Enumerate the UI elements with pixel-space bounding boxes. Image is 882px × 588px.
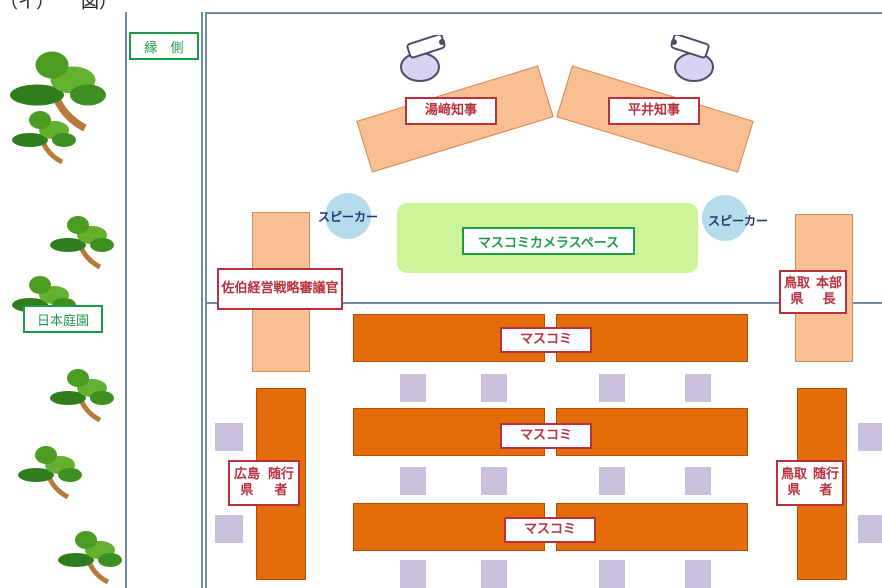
chair-icon xyxy=(858,423,882,451)
speaker-left-label: スピーカー xyxy=(318,210,379,224)
chair-icon xyxy=(599,467,625,495)
chair-icon xyxy=(599,374,625,402)
tottori-hq-label: 鳥取県 本部長 xyxy=(779,270,847,314)
hiroshima-attendee-line1: 広島県 xyxy=(233,466,260,498)
room-top-border xyxy=(205,12,882,14)
media-label: マスコミ xyxy=(500,423,592,449)
chair-icon xyxy=(481,560,507,588)
chair-icon xyxy=(858,515,882,543)
chair-icon xyxy=(215,515,243,543)
saeki-label-line2: 経営戦略審議官 xyxy=(247,280,339,296)
pine-tree-icon xyxy=(50,369,114,420)
room-left-border xyxy=(201,12,203,588)
pine-tree-icon xyxy=(50,216,114,267)
chair-icon xyxy=(685,374,711,402)
tottori-attendee-label: 鳥取県 随行者 xyxy=(776,460,844,506)
pine-tree-icon xyxy=(58,531,122,582)
tottori-attendee-line2: 随行者 xyxy=(812,466,839,498)
engawa-label: 縁 側 xyxy=(129,32,199,60)
room-divider-line xyxy=(205,302,882,304)
speaker-right xyxy=(702,195,748,241)
tottori-attendee-line1: 鳥取県 xyxy=(780,466,807,498)
microphone-stand-icon xyxy=(670,35,714,82)
camera-space-label: マスコミカメラスペース xyxy=(462,227,635,255)
header-partial-text: （イ） 図） xyxy=(0,0,117,13)
media-table xyxy=(353,503,545,551)
pine-tree-icon xyxy=(18,446,82,497)
saeki-label-line1: 佐伯 xyxy=(221,280,248,296)
hiroshima-attendee-line2: 随行者 xyxy=(267,466,294,498)
chair-icon xyxy=(400,467,426,495)
speaker-right-label: スピーカー xyxy=(708,214,769,228)
hiroshima-attendee-label: 広島県 随行者 xyxy=(228,460,300,506)
room-left-border-inner xyxy=(205,12,207,588)
tottori-hq-label-line1: 鳥取県 xyxy=(783,275,810,307)
chair-icon xyxy=(685,467,711,495)
speaker-left xyxy=(325,193,371,239)
chair-icon xyxy=(400,374,426,402)
engawa-left-border xyxy=(125,12,127,588)
chair-icon xyxy=(400,560,426,588)
garden-label: 日本庭園 xyxy=(23,305,103,333)
pine-tree-icon xyxy=(10,52,106,129)
media-label: マスコミ xyxy=(500,327,592,353)
garden-trees xyxy=(0,0,125,588)
hirai-governor-label: 平井知事 xyxy=(608,97,700,125)
chair-icon xyxy=(599,560,625,588)
saeki-label: 佐伯 経営戦略審議官 xyxy=(217,268,343,310)
tottori-hq-label-line2: 本部長 xyxy=(815,275,842,307)
media-label: マスコミ xyxy=(504,517,596,543)
chair-icon xyxy=(215,423,243,451)
chair-icon xyxy=(685,560,711,588)
chair-icon xyxy=(481,467,507,495)
microphone-stand-icon xyxy=(400,35,446,82)
chair-icon xyxy=(481,374,507,402)
yuzaki-governor-label: 湯﨑知事 xyxy=(405,97,497,125)
